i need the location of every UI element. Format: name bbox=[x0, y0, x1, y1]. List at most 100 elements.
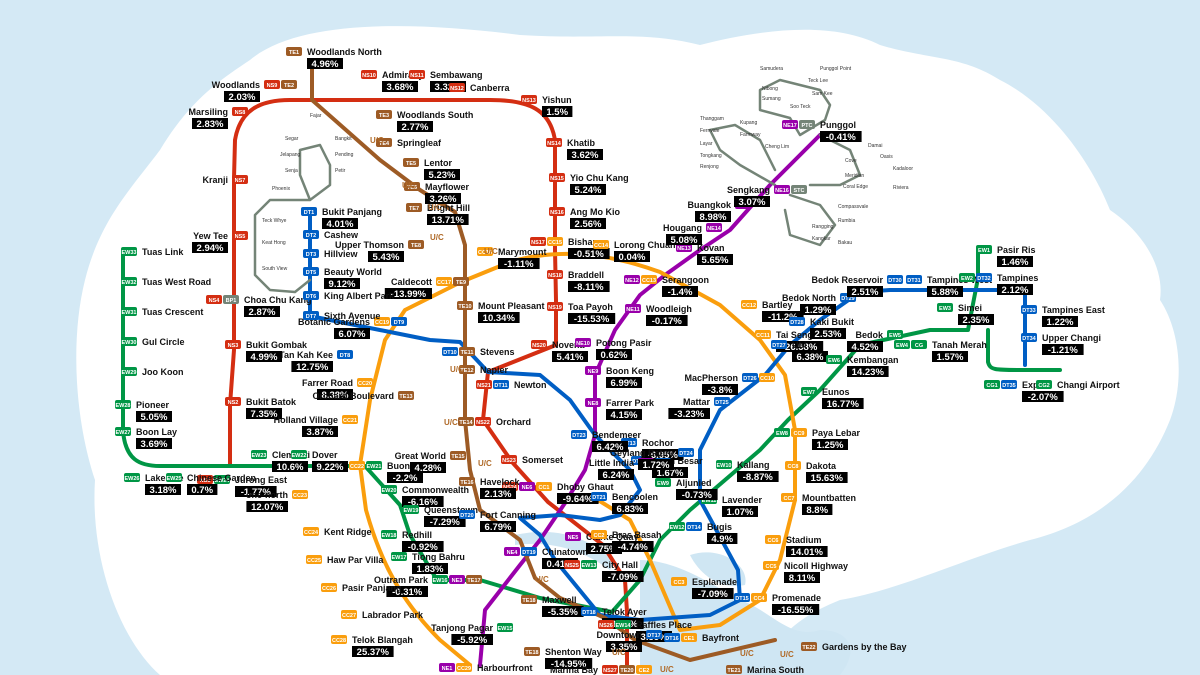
station-dhoby-ghaut[interactable]: NS24NE6CC1Dhoby Ghaut-9.64% bbox=[502, 482, 614, 505]
